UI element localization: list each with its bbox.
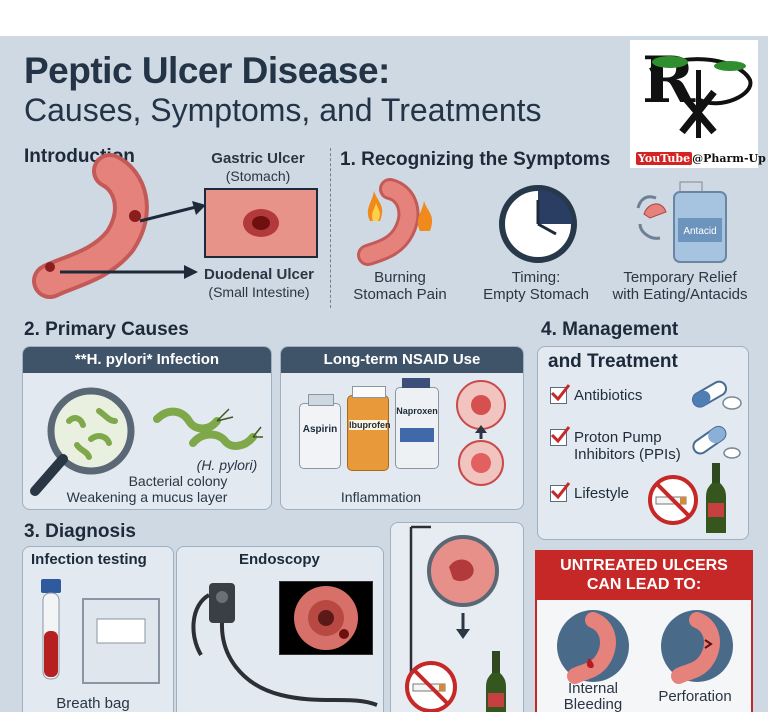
complications-header: UNTREATED ULCERS CAN LEAD TO:	[537, 552, 751, 600]
hpylori-bacteria-label: (H. pylori)	[196, 457, 258, 473]
lifestyle-label: Lifestyle	[574, 485, 630, 502]
arrow-to-duodenal	[60, 265, 198, 279]
gastric-ulcer-title: Gastric Ulcer	[211, 150, 305, 167]
aspirin-bottle: Aspirin	[299, 394, 341, 469]
infection-testing-card: Infection testing Breath bag	[22, 546, 174, 712]
burning-stomach-icon	[357, 178, 433, 266]
ibuprofen-label: Ibuprofen	[349, 420, 391, 430]
causes-heading: 2. Primary Causes	[24, 319, 189, 340]
symptoms-heading: 1. Recognizing the Symptoms	[340, 149, 611, 170]
test-tube-icon	[41, 579, 61, 680]
nsaid-card: Long-term NSAID Use Aspirin Ibuprofen Na…	[280, 346, 524, 510]
endoscopy-card: Endoscopy	[176, 546, 384, 712]
endoscopy-view	[279, 581, 373, 655]
logo-box: R YouTube@Pharm-Up	[630, 40, 766, 168]
duodenal-ulcer-title: Duodenal Ulcer	[203, 266, 315, 283]
inflammation-icon	[456, 380, 506, 486]
hpylori-card-title: **H. pylori* Infection	[23, 347, 271, 373]
breath-bag-caption: Breath bag	[56, 695, 130, 712]
section-divider	[330, 148, 331, 308]
rx-logo-icon: R	[642, 43, 753, 138]
endoscope-icon	[191, 583, 378, 707]
no-smoking-icon	[648, 475, 698, 525]
ibuprofen-bottle: Ibuprofen	[347, 386, 391, 471]
antibiotics-checkbox	[550, 384, 571, 404]
bleeding-label-line2: Bleeding	[563, 696, 623, 712]
hpylori-caption-line2: Weakening a mucus layer	[66, 489, 228, 505]
symptom-timing-line1: Timing:	[511, 269, 561, 286]
diagnosis-heading: 3. Diagnosis	[24, 521, 136, 542]
symptom-relief-line2: with Eating/Antacids	[612, 286, 748, 303]
infection-testing-title: Infection testing	[31, 551, 147, 568]
page-title: Peptic Ulcer Disease:	[24, 50, 390, 91]
no-smoking-icon-2	[405, 661, 457, 712]
svg-text:R: R	[642, 43, 696, 118]
endoscopy-title: Endoscopy	[239, 551, 320, 568]
naproxen-bottle: Naproxen	[395, 378, 439, 469]
ulcer-closeup-icon	[427, 535, 499, 607]
youtube-logo: YouTube	[636, 152, 693, 165]
ppi-label-line2: Inhibitors (PPIs)	[574, 446, 681, 463]
connector-line	[409, 525, 431, 673]
bacteria-icon	[153, 407, 263, 450]
antacid-label: Antacid	[683, 226, 716, 237]
complications-box: UNTREATED ULCERS CAN LEAD TO: Internal B…	[535, 550, 753, 712]
complications-title-line1: UNTREATED ULCERS	[560, 557, 728, 574]
gastric-ulcer-spot	[129, 210, 141, 222]
arrow-to-gastric	[139, 201, 206, 223]
wine-bottle-icon	[706, 463, 726, 533]
symptom-burning-line1: Burning	[374, 269, 426, 286]
hpylori-card: **H. pylori* Infection (H. pylori) Bacte…	[22, 346, 272, 510]
bleeding-label-line1: Internal	[567, 680, 619, 697]
aspirin-label: Aspirin	[302, 424, 338, 435]
complications-title-line2: CAN LEAD TO:	[586, 576, 702, 593]
management-card: and Treatment Antibiotics Proton Pump In…	[537, 346, 749, 540]
gastric-ulcer-subtitle: (Stomach)	[225, 168, 291, 184]
ppi-capsule-icon	[692, 425, 741, 459]
ppi-checkbox	[550, 426, 571, 446]
symptom-burning-line2: Stomach Pain	[353, 286, 447, 303]
ppi-label-line1: Proton Pump	[574, 429, 662, 446]
hpylori-caption-line1: Bacterial colony	[128, 473, 228, 489]
symptom-relief-line1: Temporary Relief	[623, 269, 737, 286]
endoscopy-detail-card	[390, 522, 524, 712]
management-heading: 4. Management	[541, 319, 679, 340]
lifestyle-checkbox	[550, 482, 571, 502]
infographic-page: Peptic Ulcer Disease: Causes, Symptoms, …	[0, 36, 768, 712]
channel-name: @Pharm-Up	[692, 152, 766, 165]
management-subheading: and Treatment	[548, 351, 678, 372]
down-arrow-icon	[456, 613, 470, 639]
symptom-timing-line2: Empty Stomach	[483, 286, 589, 303]
wine-bottle-icon-2	[486, 651, 506, 712]
capsule-icon	[691, 380, 742, 410]
perforation-label: Perforation	[658, 688, 732, 705]
antacid-bottle-icon: Antacid	[636, 181, 727, 263]
nsaid-caption: Inflammation	[340, 489, 422, 505]
page-subtitle: Causes, Symptoms, and Treatments	[24, 92, 542, 128]
perforation-stomach-icon	[661, 610, 733, 684]
duodenal-ulcer-subtitle: (Small Intestine)	[208, 284, 310, 300]
nsaid-card-title: Long-term NSAID Use	[281, 347, 523, 373]
clock-icon	[499, 185, 577, 263]
magnifying-glass-icon	[30, 387, 135, 496]
duodenal-ulcer-spot	[45, 262, 55, 272]
gastric-ulcer-closeup	[204, 188, 318, 258]
antibiotics-label: Antibiotics	[574, 387, 643, 404]
breath-bag-icon	[82, 598, 160, 684]
bleeding-stomach-icon	[557, 610, 629, 684]
naproxen-label: Naproxen	[396, 406, 438, 416]
